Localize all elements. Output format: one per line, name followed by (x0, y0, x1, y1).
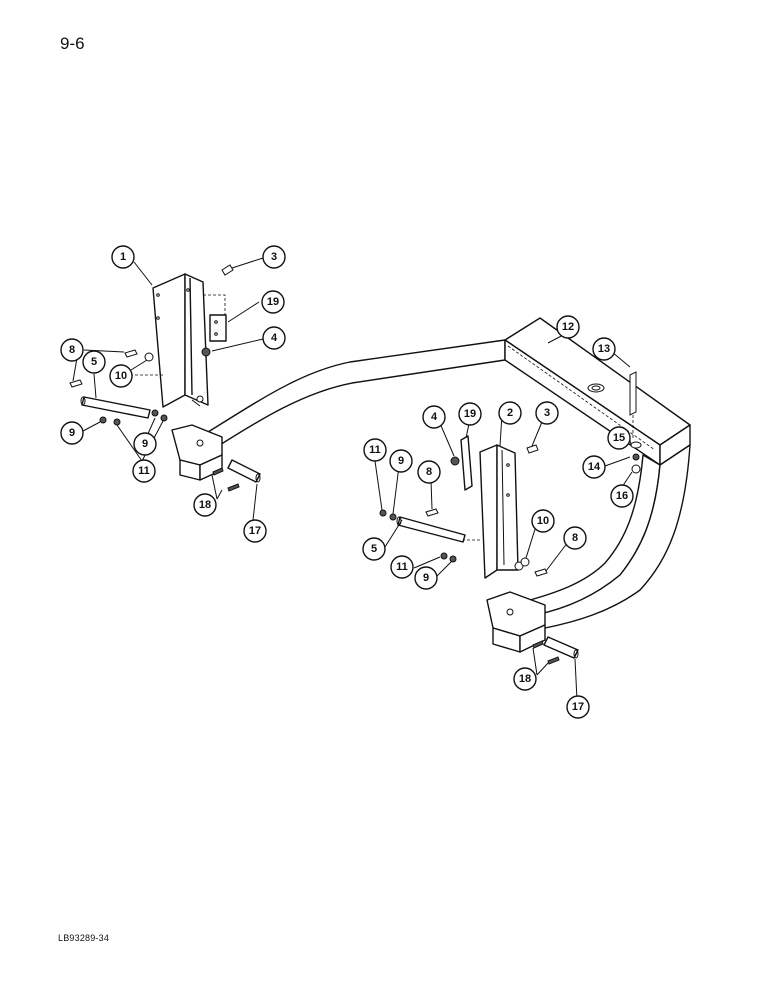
right-hitch-bracket (486, 591, 546, 653)
callout-16: 16 (610, 484, 634, 508)
svg-text:4: 4 (271, 332, 278, 344)
svg-text:14: 14 (588, 461, 601, 473)
left-nut (201, 347, 211, 357)
callout-18-right: 18 (513, 667, 537, 691)
callout-5-right: 5 (362, 537, 386, 561)
left-mast-post (120, 273, 226, 408)
left-bolt-8b (69, 379, 83, 388)
lockwasher-14 (632, 453, 640, 461)
callout-9-left-a: 9 (60, 421, 84, 445)
callout-11-left: 11 (132, 459, 156, 483)
svg-text:17: 17 (572, 701, 584, 713)
callout-11-right-b: 11 (390, 555, 414, 579)
right-washer-10 (520, 557, 530, 567)
callout-11-right-a: 11 (363, 438, 387, 462)
left-plate (209, 314, 227, 342)
svg-text:9: 9 (423, 572, 429, 584)
svg-text:8: 8 (426, 466, 432, 478)
svg-text:3: 3 (271, 251, 277, 263)
callout-4-left: 4 (262, 326, 286, 350)
svg-text:19: 19 (464, 408, 476, 420)
svg-text:9: 9 (398, 455, 404, 467)
svg-text:19: 19 (267, 296, 279, 308)
callout-17-right: 17 (566, 695, 590, 719)
callout-14: 14 (582, 455, 606, 479)
right-plate (460, 435, 473, 491)
callout-9-right-a: 9 (389, 449, 413, 473)
svg-text:18: 18 (199, 499, 211, 511)
left-pin (81, 396, 151, 419)
callout-1: 1 (111, 245, 135, 269)
svg-text:1: 1 (120, 251, 126, 263)
svg-text:9: 9 (142, 438, 148, 450)
svg-text:15: 15 (613, 432, 625, 444)
svg-text:3: 3 (544, 407, 550, 419)
right-bolt-8b (534, 568, 548, 577)
callout-12: 12 (556, 315, 580, 339)
left-pivot-pin (227, 459, 261, 483)
callout-9-right-b: 9 (414, 566, 438, 590)
right-pin (397, 516, 466, 543)
callout-18-left: 18 (193, 493, 217, 517)
callout-10-right: 10 (531, 509, 555, 533)
callout-10-left: 10 (109, 364, 133, 388)
callouts: 1 3 19 4 8 5 10 9 9 11 18 17 12 13 4 19 … (60, 245, 634, 719)
svg-text:8: 8 (69, 344, 75, 356)
callout-3-right: 3 (535, 401, 559, 425)
callout-19-right: 19 (458, 402, 482, 426)
callout-2: 2 (498, 401, 522, 425)
right-pivot-pin (543, 636, 579, 659)
reference-code: LB93289-34 (58, 933, 110, 943)
callout-8-right-b: 8 (563, 526, 587, 550)
main-frame (199, 317, 691, 629)
callout-5-left: 5 (82, 350, 106, 374)
left-top-bolt (221, 264, 234, 276)
svg-text:17: 17 (249, 525, 261, 537)
nut-16 (631, 464, 641, 474)
callout-17-left: 17 (243, 519, 267, 543)
callout-4-right: 4 (422, 405, 446, 429)
callout-8-left: 8 (60, 338, 84, 362)
svg-text:11: 11 (369, 444, 381, 456)
svg-text:4: 4 (431, 411, 438, 423)
svg-text:12: 12 (562, 321, 574, 333)
svg-text:18: 18 (519, 673, 531, 685)
svg-text:13: 13 (598, 343, 610, 355)
callout-19-left: 19 (261, 290, 285, 314)
svg-text:16: 16 (616, 490, 628, 502)
washer-15 (630, 441, 642, 449)
svg-text:11: 11 (138, 465, 150, 477)
right-top-bolt (526, 444, 539, 454)
leader-lines (72, 257, 633, 701)
right-nut (450, 456, 460, 466)
right-mast-post (460, 444, 524, 579)
callout-9-left-b: 9 (133, 432, 157, 456)
callout-15: 15 (607, 426, 631, 450)
svg-text:2: 2 (507, 407, 513, 419)
svg-text:9: 9 (69, 427, 75, 439)
svg-text:11: 11 (396, 561, 408, 573)
left-washer-10 (144, 352, 154, 362)
svg-text:10: 10 (537, 515, 549, 527)
svg-text:5: 5 (91, 356, 97, 368)
callout-8-right-a: 8 (417, 460, 441, 484)
svg-text:8: 8 (572, 532, 578, 544)
svg-text:10: 10 (115, 370, 127, 382)
callout-3-left: 3 (262, 245, 286, 269)
callout-13: 13 (592, 337, 616, 361)
right-bolt-8 (425, 508, 439, 517)
beam-bolt-13 (629, 371, 637, 416)
left-bolt-8 (124, 349, 138, 358)
page-number: 9-6 (60, 34, 85, 53)
svg-text:5: 5 (371, 543, 377, 555)
